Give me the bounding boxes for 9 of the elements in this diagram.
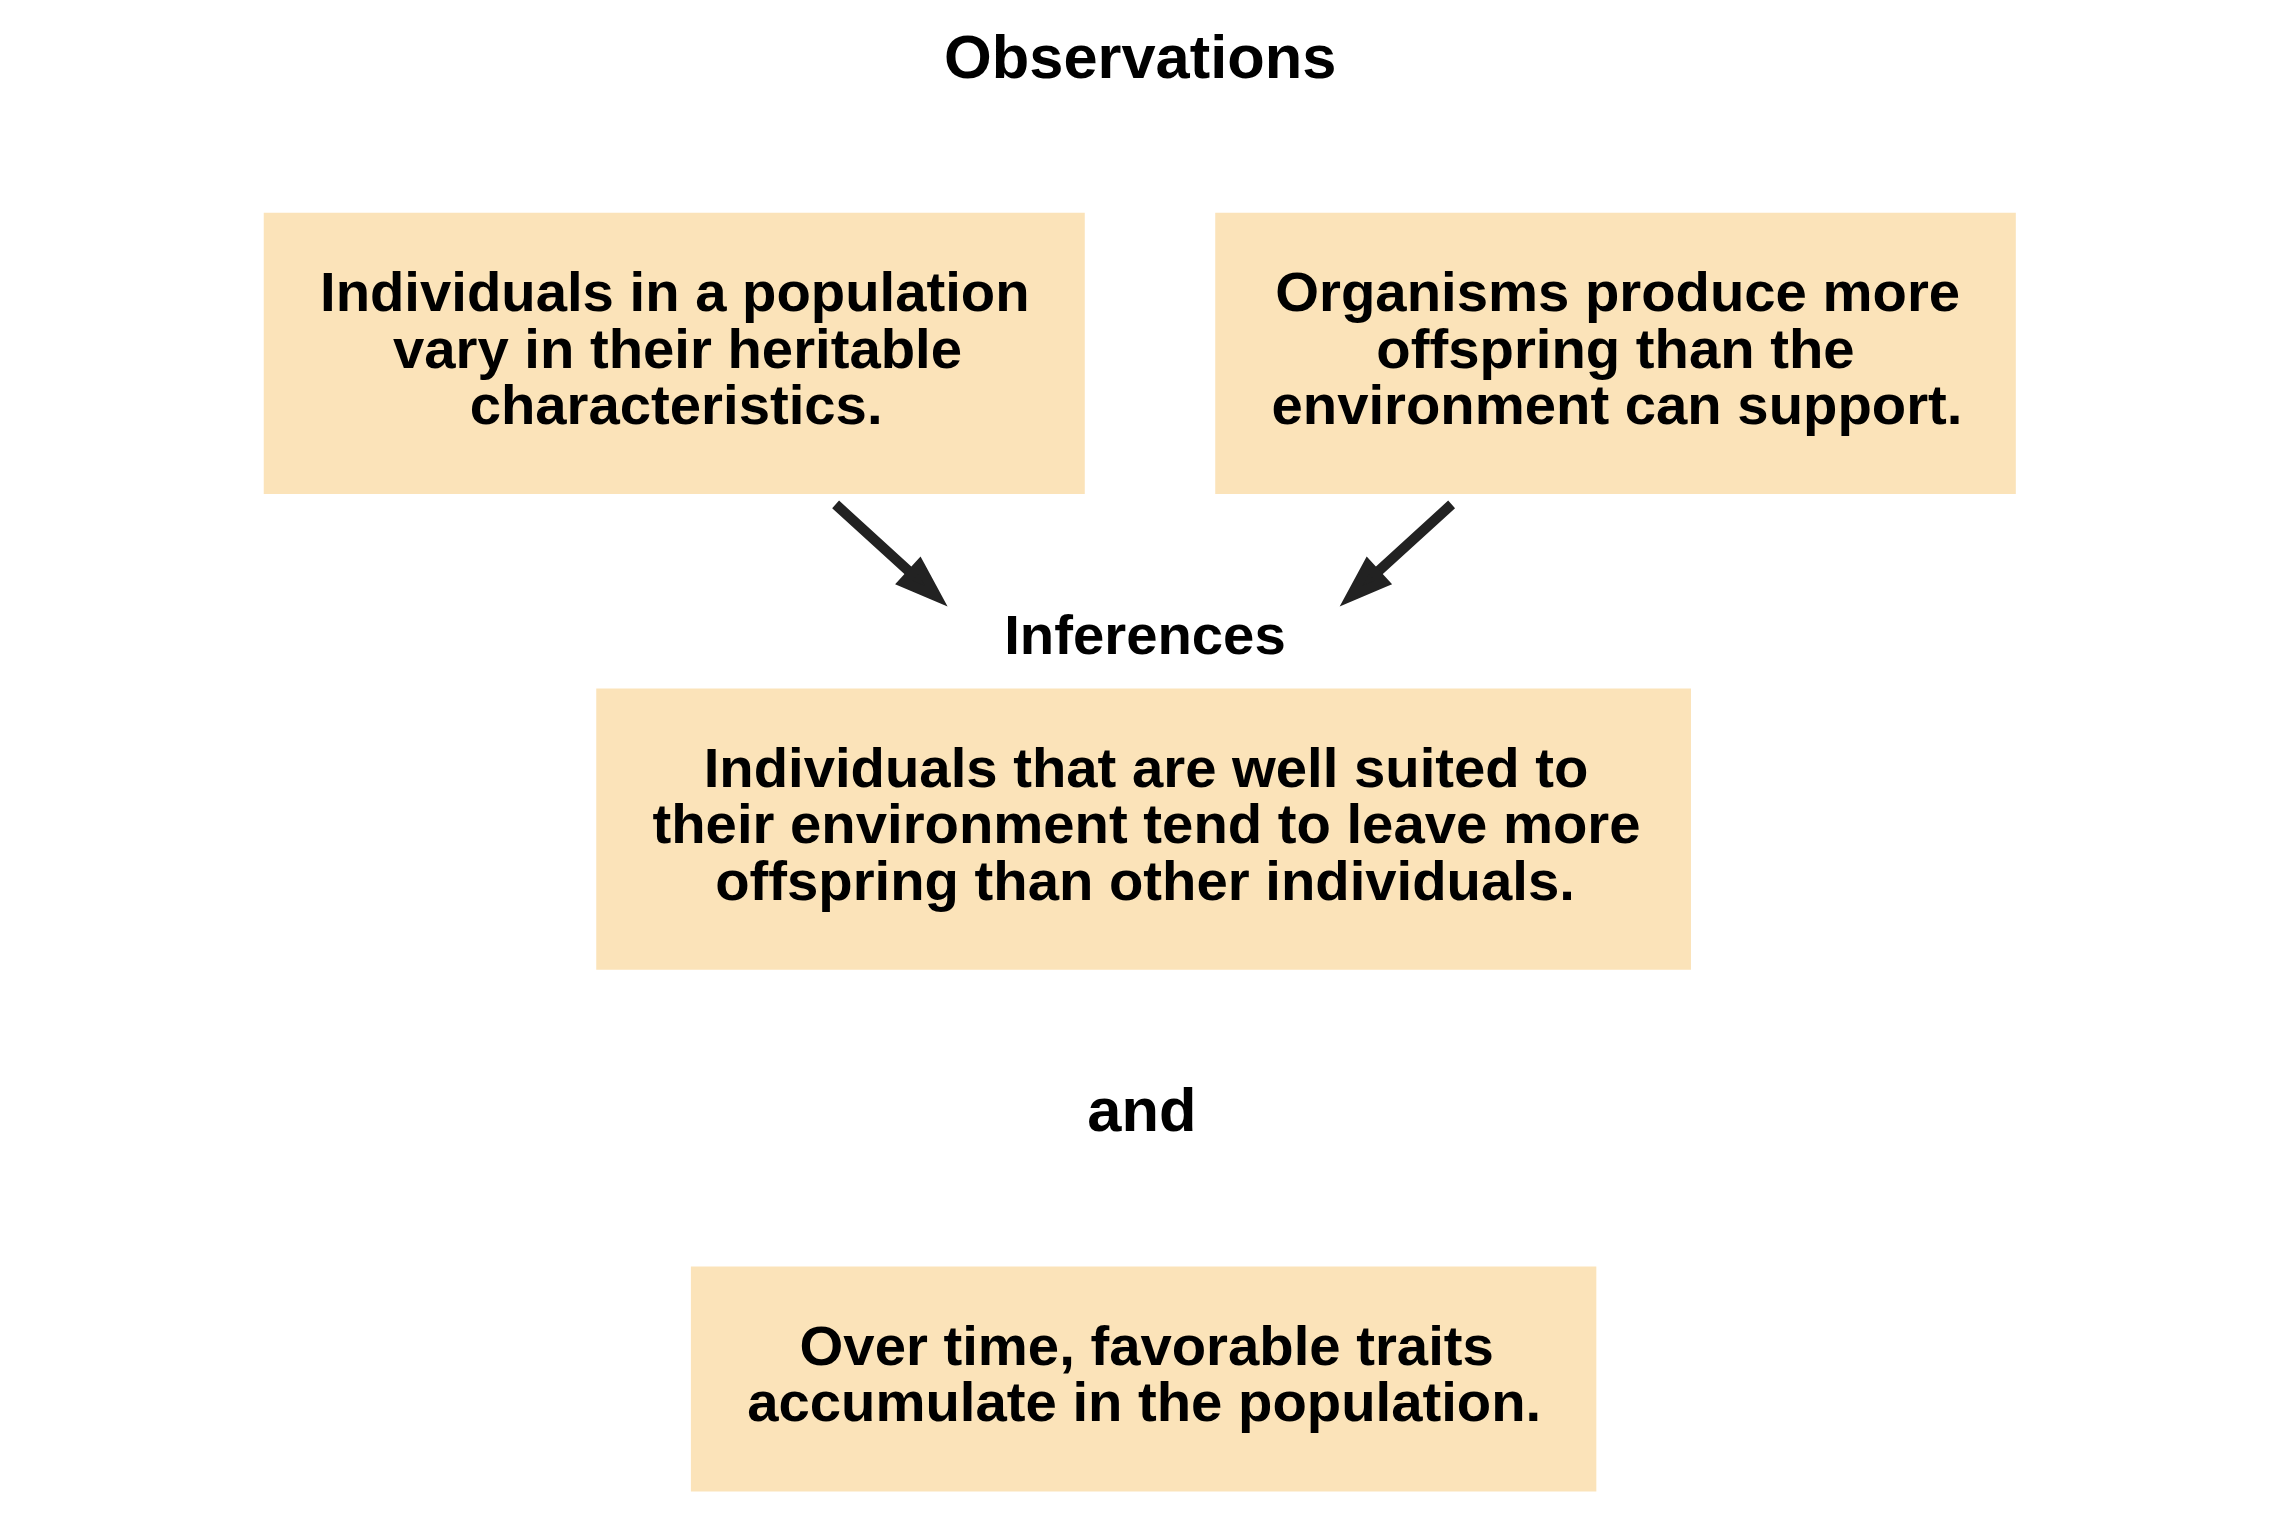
- node-label: Inferences: [1004, 603, 1286, 667]
- node-box: Individuals that are well suited to their environment tend to leave more offspring than other individuals.: [596, 688, 1691, 970]
- node-box: Organisms produce more offspring than the environment can support.: [1215, 212, 2016, 494]
- node-box: Individuals in a population vary in their heritable characteristics.: [263, 212, 1085, 494]
- arrow: [1339, 500, 1456, 607]
- label: Observations: [944, 21, 1337, 91]
- arrow: [832, 500, 948, 607]
- node-box: Over time, favorable traits accumulate in the population.: [690, 1266, 1597, 1492]
- label: and: [1087, 1075, 1197, 1145]
